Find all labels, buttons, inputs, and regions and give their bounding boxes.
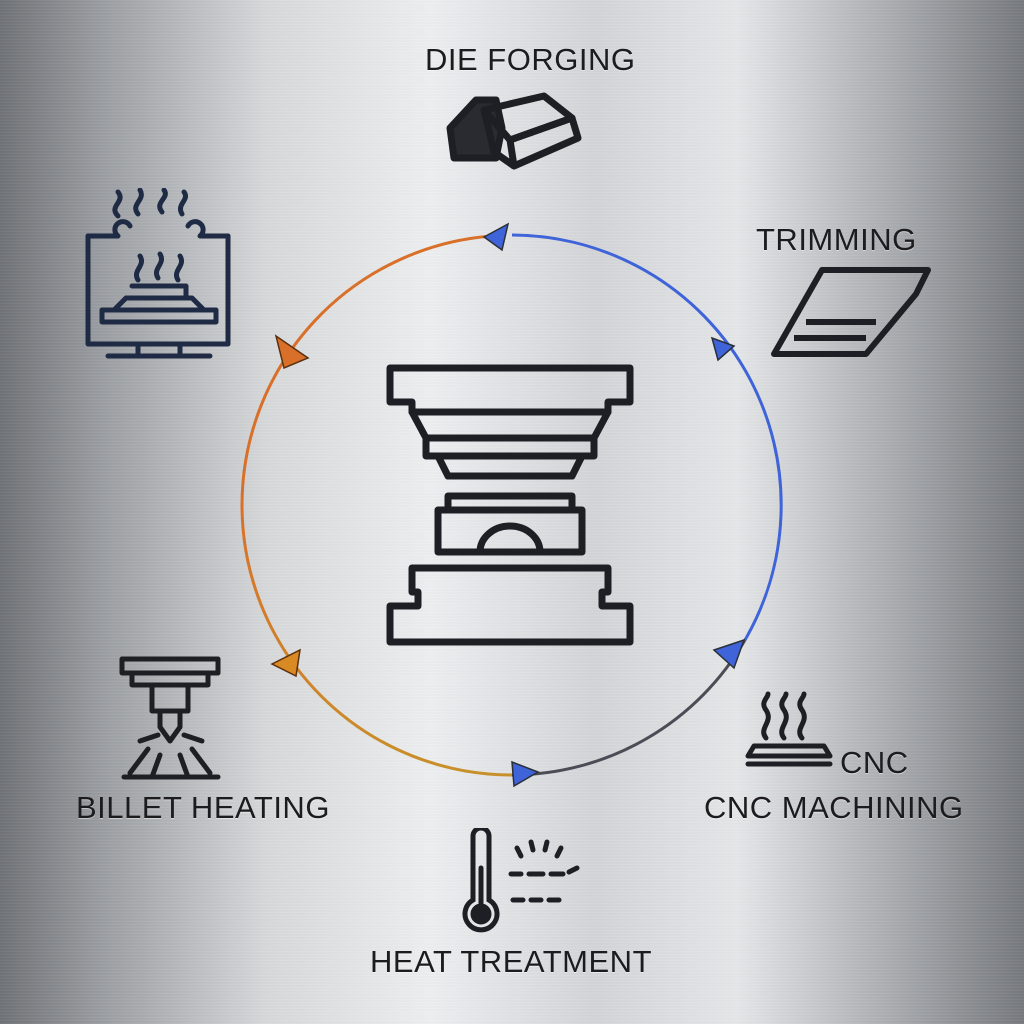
label-die-forging: DIE FORGING (425, 42, 636, 77)
cycle-arc-left (240, 234, 493, 506)
cycle-arc-right (511, 233, 783, 641)
furnace-icon (78, 188, 240, 366)
spindle-nozzle-icon (118, 655, 226, 783)
label-billet-heating: BILLET HEATING (76, 790, 330, 825)
label-trimming: TRIMMING (756, 222, 917, 257)
label-heat-treatment: HEAT TREATMENT (370, 944, 653, 979)
arrow-lower-right (712, 638, 746, 670)
arrow-top (482, 222, 510, 252)
cycle-arc-left-lower (240, 504, 513, 777)
arrow-upper-right (710, 336, 736, 362)
arrow-bottom (511, 760, 540, 788)
thermometer-icon (455, 828, 595, 938)
trim-blade-icon (766, 260, 936, 360)
heat-waves-plate-icon (744, 690, 834, 770)
label-cnc-short: CNC (840, 745, 909, 780)
forging-press-icon (380, 360, 640, 660)
label-cnc-machining: CNC MACHINING (704, 790, 964, 825)
arrow-lower-left (270, 648, 301, 678)
cycle-arc-bottom-right (511, 639, 747, 777)
arrow-upper-left (274, 334, 310, 370)
forged-part-icon (440, 88, 590, 180)
